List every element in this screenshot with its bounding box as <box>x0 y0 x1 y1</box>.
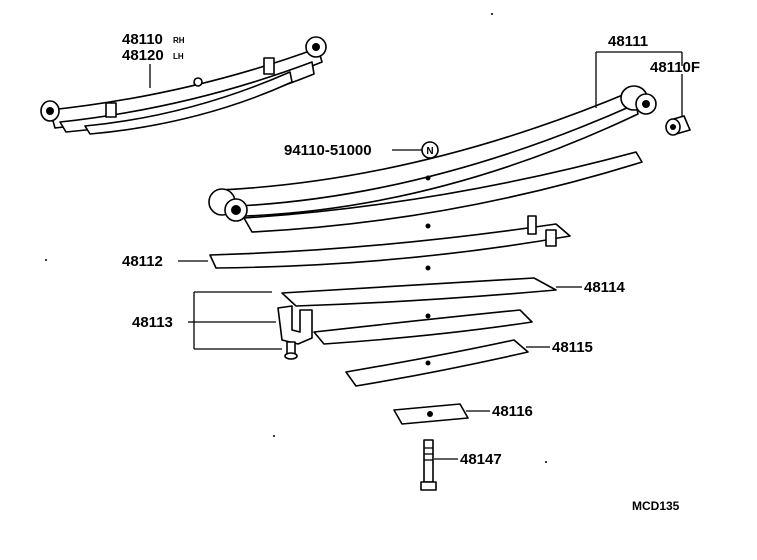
center-bolt-part <box>420 439 437 491</box>
label-48110f: 48110F <box>650 59 700 76</box>
leaf-no1 <box>208 85 657 222</box>
clip-part <box>277 305 313 345</box>
spacer-part <box>393 403 469 425</box>
leaf-no4 <box>345 339 529 387</box>
label-48147: 48147 <box>460 451 502 468</box>
label-48112: 48112 <box>122 253 163 270</box>
label-48113: 48113 <box>132 314 173 331</box>
leaf-no3b <box>313 309 533 345</box>
label-48115: 48115 <box>552 339 593 356</box>
label-rh: RH <box>173 36 185 45</box>
label-48116: 48116 <box>492 403 533 420</box>
leaf-no1b <box>243 151 643 233</box>
bushing-part <box>665 115 691 136</box>
scan-specks <box>45 13 547 463</box>
diagram-code: MCD135 <box>632 499 680 513</box>
leaf-no2 <box>209 215 571 271</box>
svg-text:N: N <box>426 146 433 157</box>
label-48120: 48120 <box>122 47 164 64</box>
leaf-no3 <box>281 277 557 319</box>
label-lh: LH <box>173 52 184 61</box>
leaf-spring-assembly <box>40 36 327 135</box>
label-48111: 48111 <box>608 33 648 50</box>
label-48114: 48114 <box>584 279 626 296</box>
nut-symbol: N <box>421 141 439 159</box>
leader-lines <box>149 51 683 460</box>
label-48110: 48110 <box>122 31 163 48</box>
label-94110-51000: 94110-51000 <box>284 142 372 159</box>
clip-bolt-part <box>284 341 298 360</box>
part-labels: 48110 RH 48120 LH 48111 48110F 94110-510… <box>122 31 700 513</box>
